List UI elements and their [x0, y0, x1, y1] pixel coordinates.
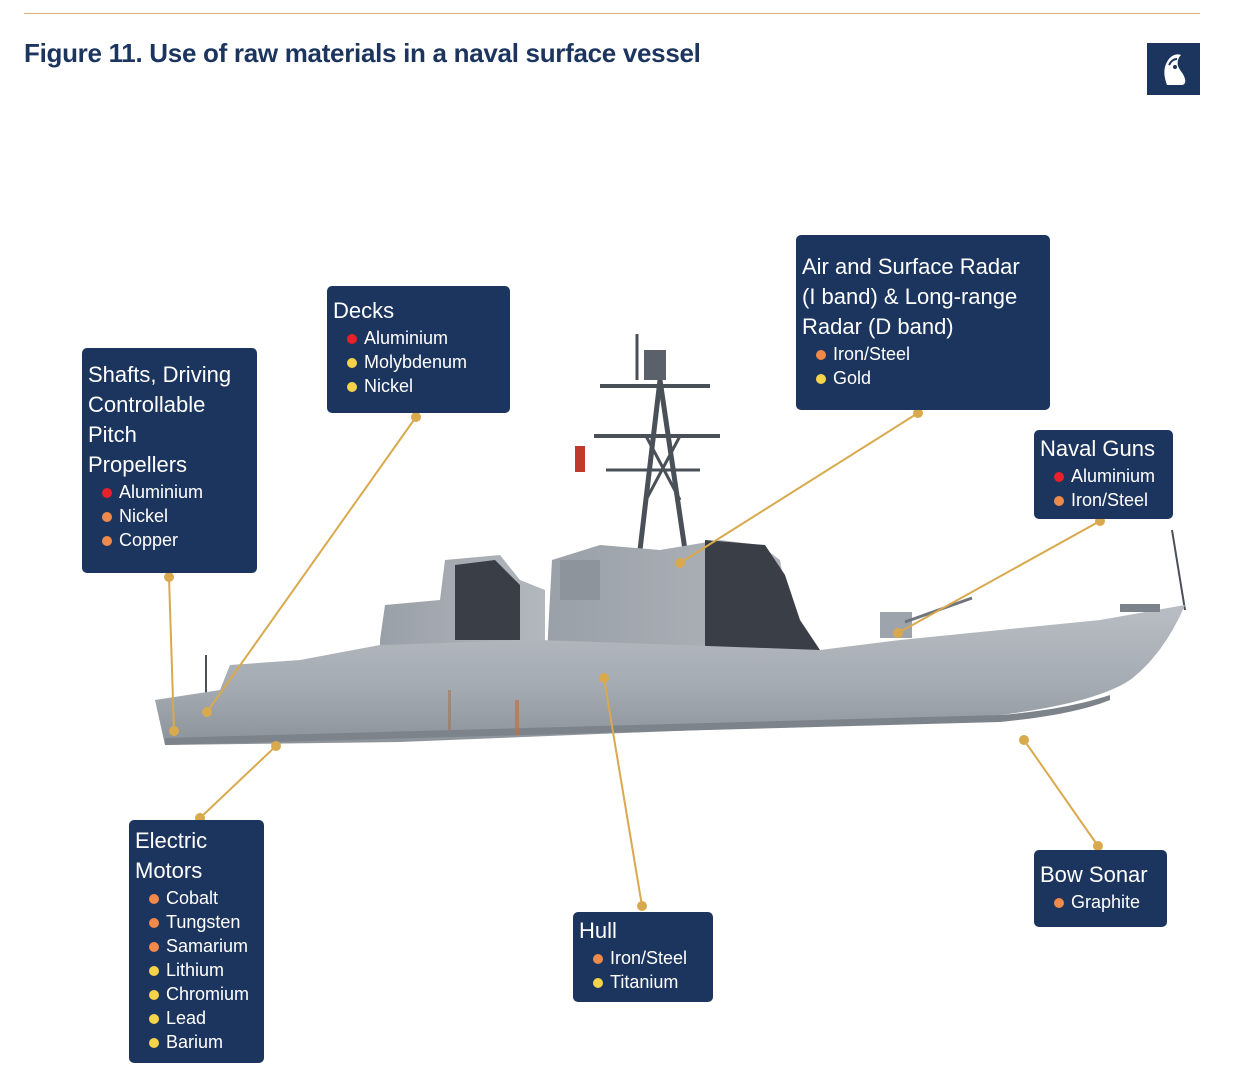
- material-item: Iron/Steel: [1051, 488, 1167, 512]
- material-label: Tungsten: [166, 912, 240, 932]
- material-label: Lithium: [166, 960, 224, 980]
- red-dot-icon: [1054, 472, 1064, 482]
- red-dot-icon: [347, 334, 357, 344]
- leader-radar: [676, 409, 922, 567]
- material-item: Chromium: [146, 982, 258, 1006]
- leader-sonar: [1020, 736, 1102, 850]
- material-label: Copper: [119, 530, 178, 550]
- orange-dot-icon: [102, 512, 112, 522]
- orange-dot-icon: [593, 954, 603, 964]
- material-label: Gold: [833, 368, 871, 388]
- orange-dot-icon: [149, 894, 159, 904]
- material-label: Graphite: [1071, 892, 1140, 912]
- orange-dot-icon: [1054, 496, 1064, 506]
- material-item: Titanium: [590, 970, 707, 994]
- yellow-dot-icon: [593, 978, 603, 988]
- box-title-hull: Hull: [579, 916, 707, 946]
- material-item: Barium: [146, 1030, 258, 1054]
- material-label: Molybdenum: [364, 352, 467, 372]
- material-item: Lithium: [146, 958, 258, 982]
- material-item: Iron/Steel: [590, 946, 707, 970]
- material-item: Molybdenum: [344, 350, 504, 374]
- material-item: Cobalt: [146, 886, 258, 910]
- orange-dot-icon: [1054, 898, 1064, 908]
- material-item: Nickel: [344, 374, 504, 398]
- yellow-dot-icon: [347, 382, 357, 392]
- material-item: Aluminium: [344, 326, 504, 350]
- material-label: Iron/Steel: [833, 344, 910, 364]
- material-item: Nickel: [99, 504, 251, 528]
- material-label: Titanium: [610, 972, 678, 992]
- material-label: Cobalt: [166, 888, 218, 908]
- yellow-dot-icon: [816, 374, 826, 384]
- orange-dot-icon: [102, 536, 112, 546]
- material-item: Tungsten: [146, 910, 258, 934]
- box-title-guns: Naval Guns: [1040, 434, 1167, 464]
- material-label: Nickel: [364, 376, 413, 396]
- box-title-sonar: Bow Sonar: [1040, 860, 1161, 890]
- yellow-dot-icon: [149, 1038, 159, 1048]
- material-label: Iron/Steel: [610, 948, 687, 968]
- box-title-decks: Decks: [333, 296, 504, 326]
- material-item: Lead: [146, 1006, 258, 1030]
- leader-motors: [196, 742, 280, 822]
- leader-guns: [894, 517, 1104, 637]
- material-label: Barium: [166, 1032, 223, 1052]
- red-dot-icon: [102, 488, 112, 498]
- material-item: Aluminium: [99, 480, 251, 504]
- yellow-dot-icon: [149, 990, 159, 1000]
- yellow-dot-icon: [347, 358, 357, 368]
- material-item: Graphite: [1051, 890, 1161, 914]
- material-item: Samarium: [146, 934, 258, 958]
- orange-dot-icon: [149, 942, 159, 952]
- box-title-motors: Electric Motors: [135, 826, 258, 886]
- material-list-sonar: Graphite: [1040, 890, 1161, 914]
- material-label: Aluminium: [364, 328, 448, 348]
- box-radar: Air and Surface Radar (I band) & Long-ra…: [796, 235, 1050, 410]
- material-label: Aluminium: [119, 482, 203, 502]
- material-label: Iron/Steel: [1071, 490, 1148, 510]
- box-sonar: Bow Sonar Graphite: [1034, 850, 1167, 927]
- material-label: Nickel: [119, 506, 168, 526]
- yellow-dot-icon: [149, 1014, 159, 1024]
- material-item: Aluminium: [1051, 464, 1167, 488]
- box-title-shafts: Shafts, Driving Controllable Pitch Prope…: [88, 360, 251, 480]
- material-item: Iron/Steel: [813, 342, 1044, 366]
- material-label: Aluminium: [1071, 466, 1155, 486]
- material-label: Lead: [166, 1008, 206, 1028]
- box-shafts: Shafts, Driving Controllable Pitch Prope…: [82, 348, 257, 573]
- yellow-dot-icon: [149, 966, 159, 976]
- orange-dot-icon: [816, 350, 826, 360]
- box-title-radar: Air and Surface Radar (I band) & Long-ra…: [802, 252, 1044, 342]
- material-label: Chromium: [166, 984, 249, 1004]
- material-item: Copper: [99, 528, 251, 552]
- material-label: Samarium: [166, 936, 248, 956]
- orange-dot-icon: [149, 918, 159, 928]
- material-item: Gold: [813, 366, 1044, 390]
